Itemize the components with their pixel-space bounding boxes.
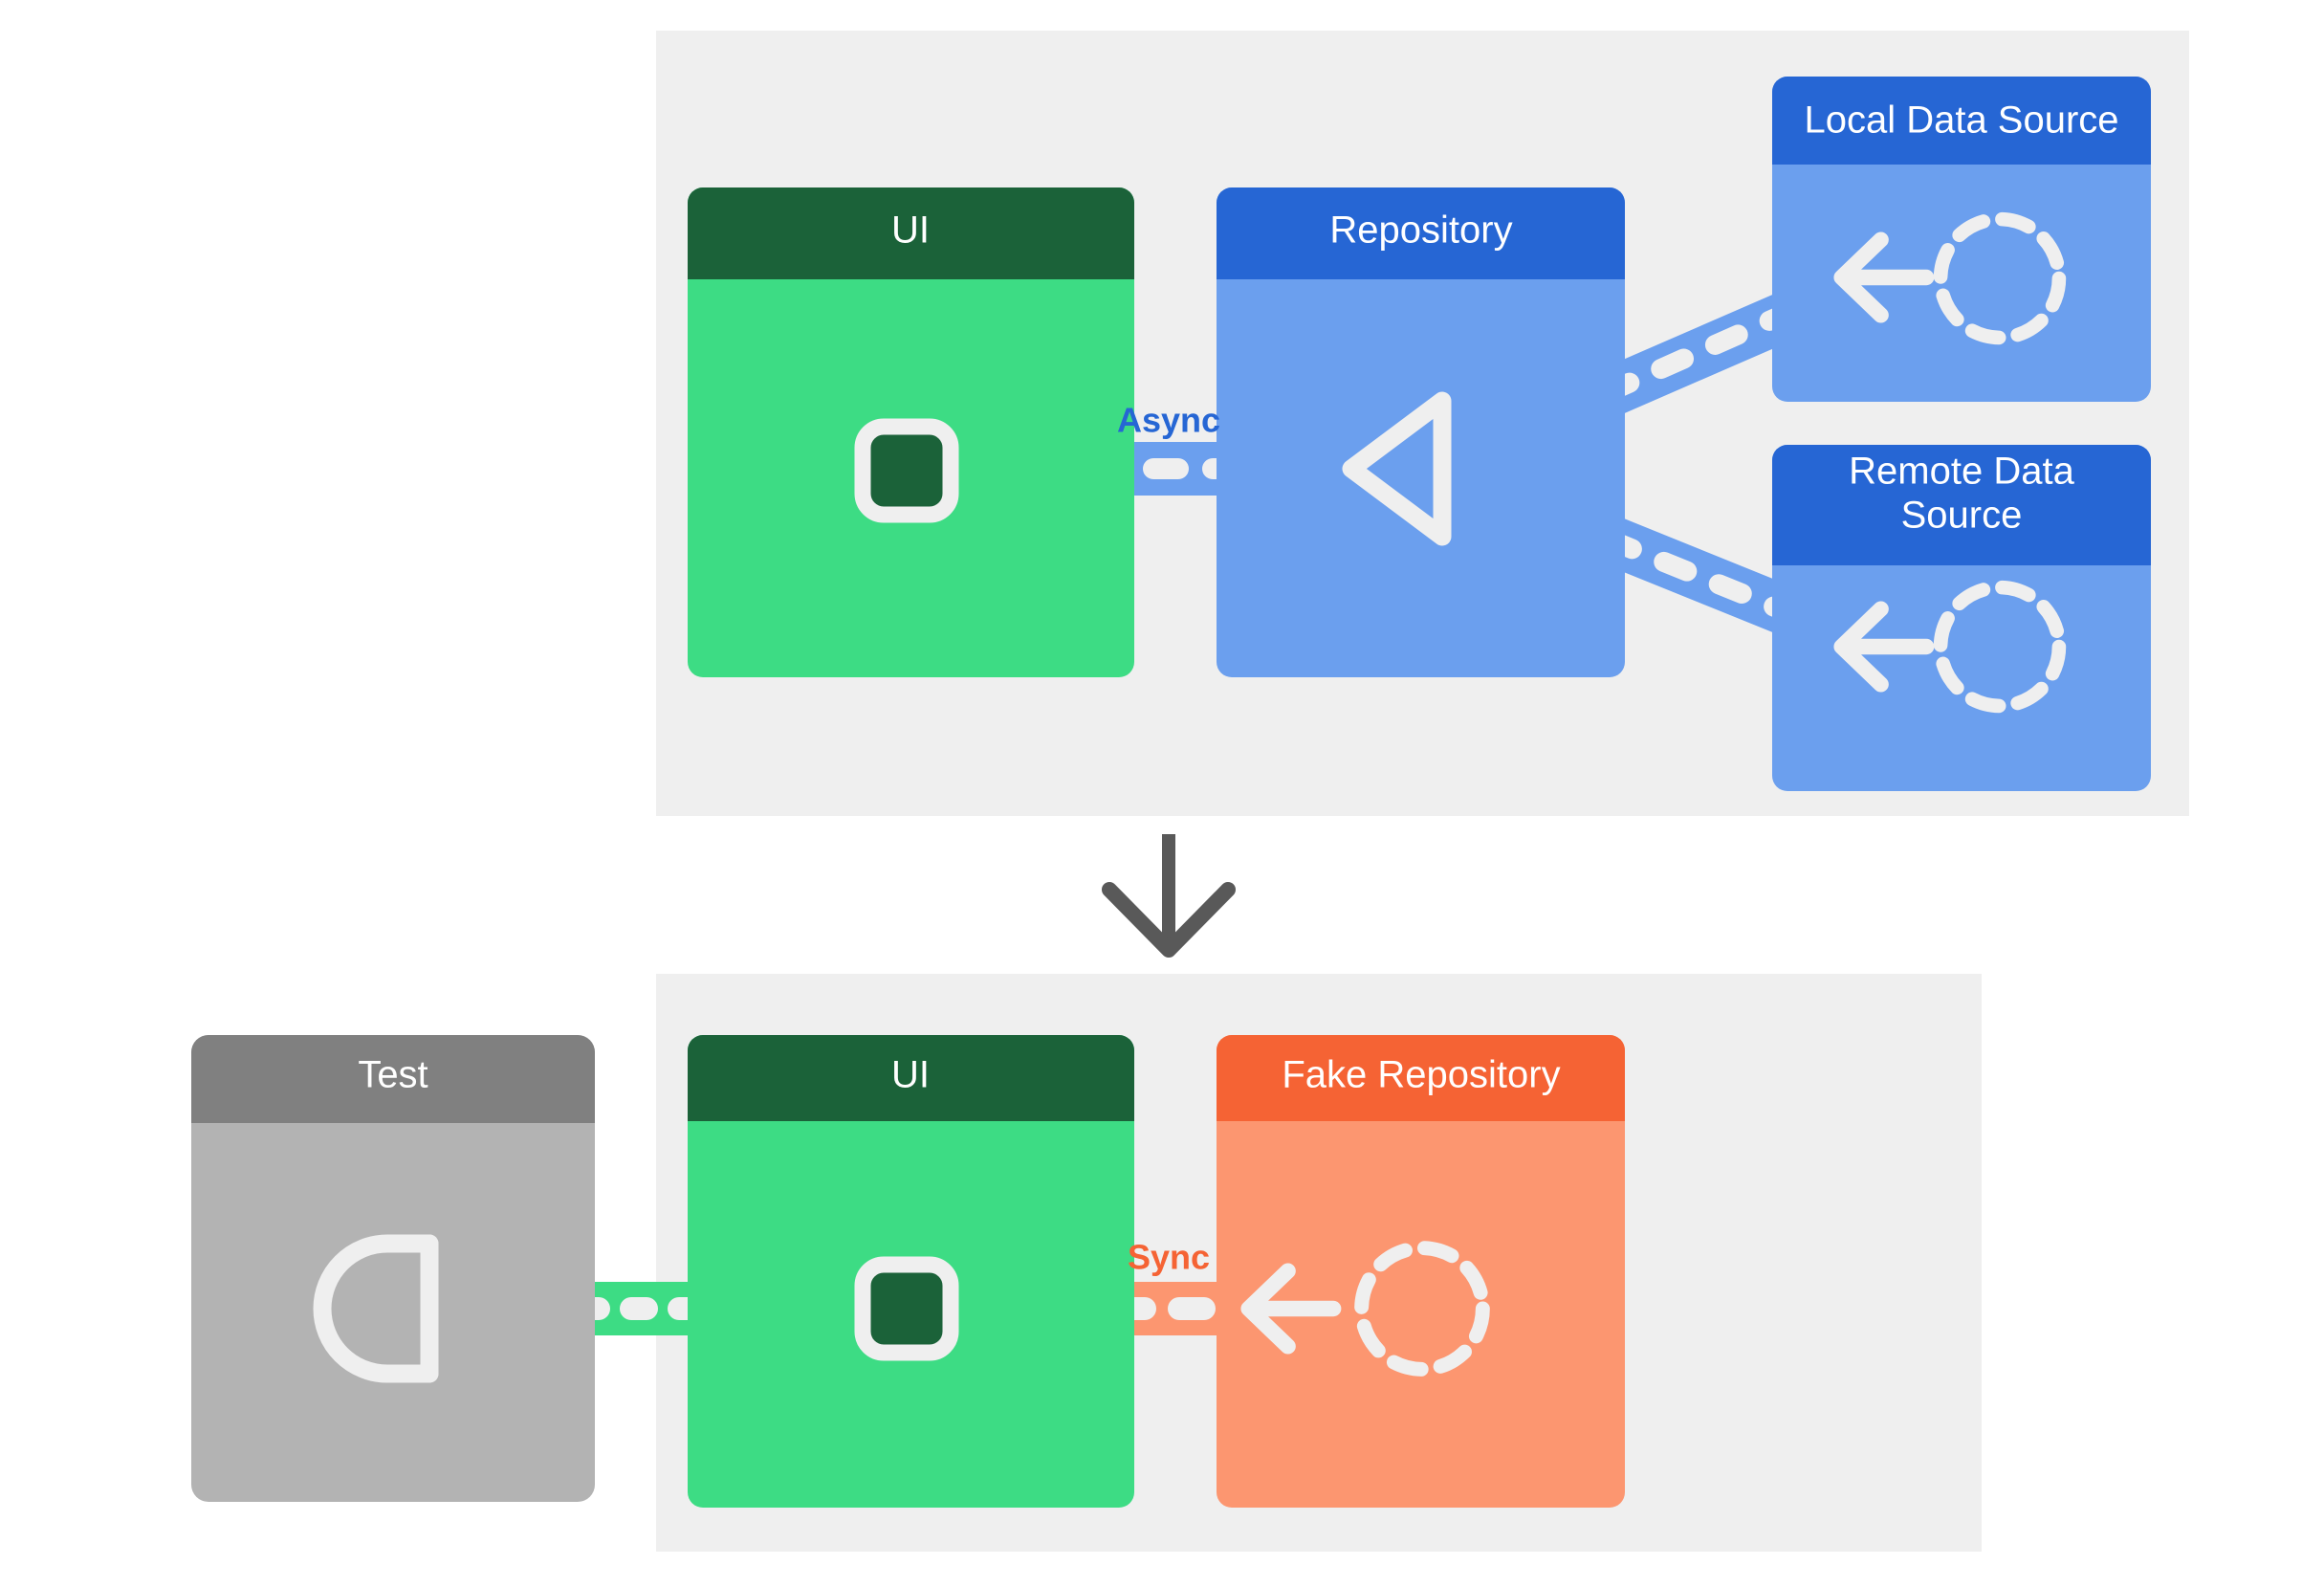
box-local-source-label: Local Data Source xyxy=(1804,99,2118,142)
box-remote-source-label-line2: Source xyxy=(1901,495,2023,537)
ui-port-icon xyxy=(854,1256,959,1361)
production-architecture-panel: UI Repository Local Data Source xyxy=(656,31,2189,816)
box-ui-test[interactable]: UI xyxy=(688,1035,1134,1508)
box-test-body xyxy=(191,1035,595,1502)
box-ui-production[interactable]: UI xyxy=(688,187,1134,677)
box-ui-test-label: UI xyxy=(891,1054,930,1096)
box-repository-header xyxy=(1217,187,1625,279)
test-socket-icon xyxy=(313,1234,439,1383)
box-remote-data-source[interactable]: Remote Data Source xyxy=(1772,445,2151,791)
box-fake-repository[interactable]: Fake Repository xyxy=(1217,1035,1625,1508)
box-fake-repository-body xyxy=(1217,1035,1625,1508)
async-connection-label: Async xyxy=(1117,401,1220,440)
box-local-source-header xyxy=(1772,77,2151,165)
sync-connection-label: Sync xyxy=(1128,1238,1210,1277)
box-repository-label: Repository xyxy=(1329,209,1512,252)
box-remote-source-header xyxy=(1772,445,2151,565)
box-test[interactable]: Test xyxy=(191,1035,595,1502)
box-test-label: Test xyxy=(358,1054,428,1096)
down-arrow xyxy=(1102,834,1236,958)
test-architecture-panel: Test UI Fake Repository xyxy=(191,974,1982,1552)
box-fake-repository-header xyxy=(1217,1035,1625,1121)
box-repository[interactable]: Repository xyxy=(1217,187,1625,677)
box-repository-body xyxy=(1217,187,1625,677)
box-test-header xyxy=(191,1035,595,1123)
ui-port-icon xyxy=(854,418,959,523)
repository-merge-triangle-icon xyxy=(1342,391,1452,546)
box-ui-label: UI xyxy=(891,209,930,252)
box-ui-test-header xyxy=(688,1035,1134,1121)
box-remote-source-label-line1: Remote Data xyxy=(1849,451,2074,493)
box-fake-repository-label: Fake Repository xyxy=(1282,1054,1560,1096)
box-ui-header xyxy=(688,187,1134,279)
box-local-data-source[interactable]: Local Data Source xyxy=(1772,77,2151,402)
